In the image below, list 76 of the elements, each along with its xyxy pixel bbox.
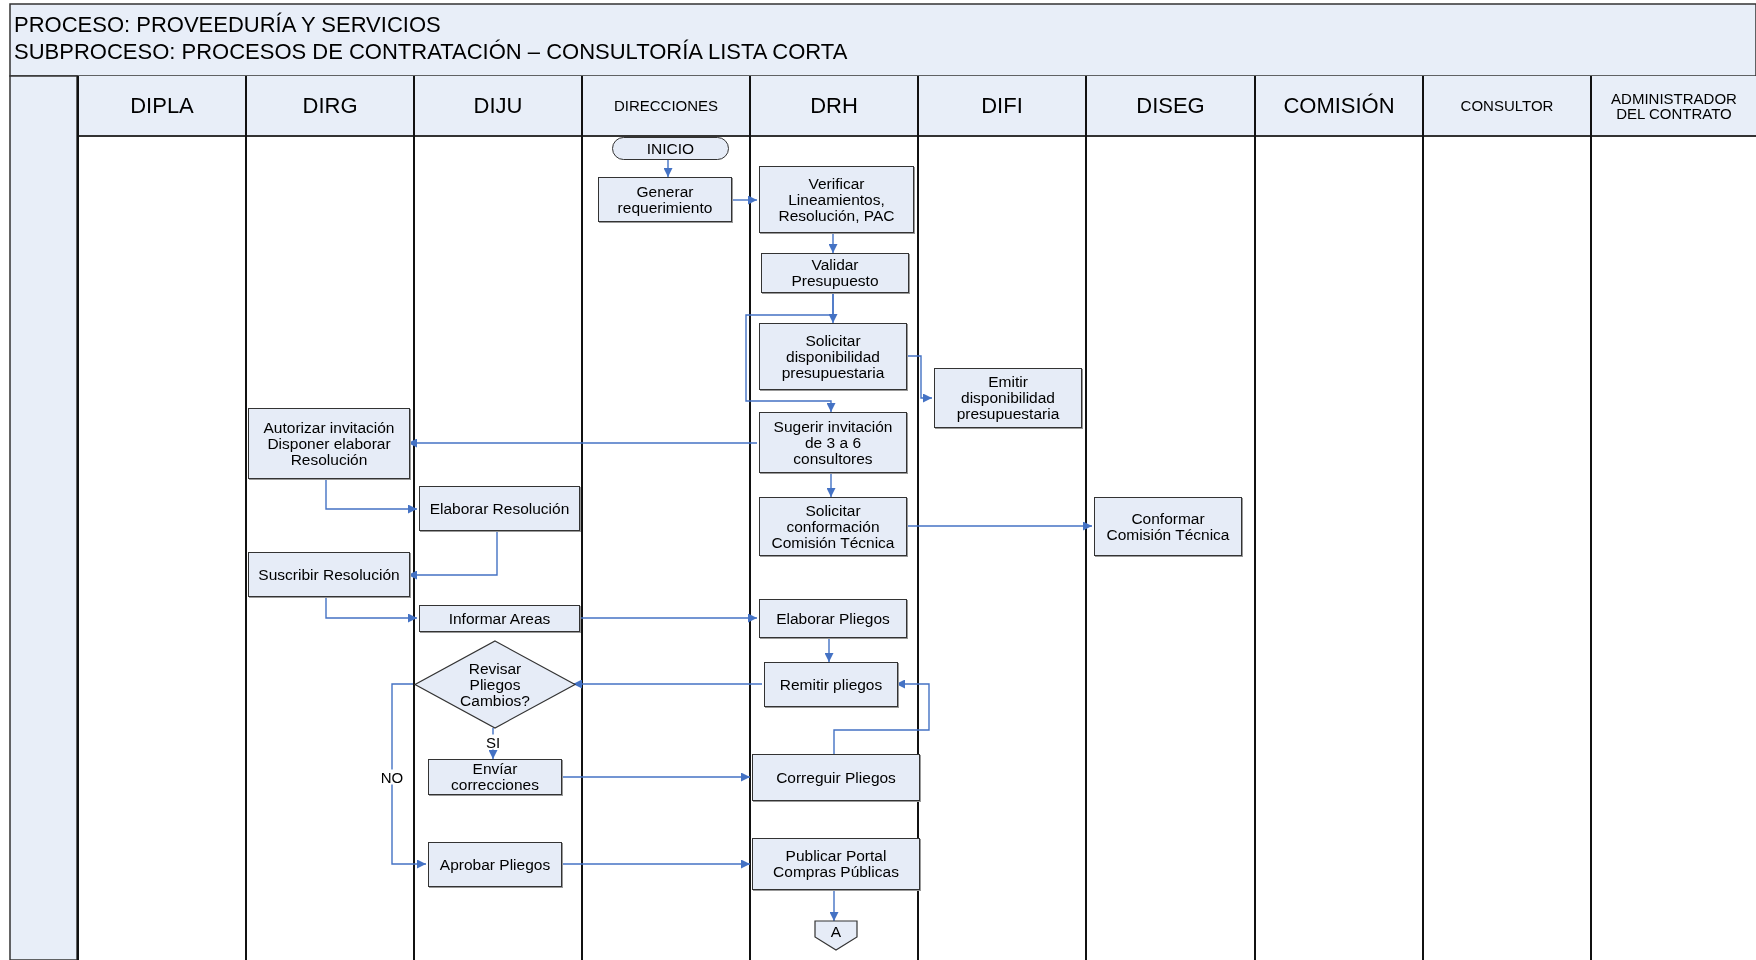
process-box	[761, 253, 909, 293]
arrow	[325, 478, 418, 514]
arrow	[826, 472, 836, 498]
edge-label: NO	[379, 769, 405, 785]
process-box	[759, 599, 907, 638]
node-text: Envíar correcciones	[450, 761, 540, 793]
off-page-connector	[815, 921, 857, 950]
process-box	[419, 605, 580, 632]
node-text: Aprobar Pliegos	[439, 856, 551, 873]
arrow	[829, 889, 839, 922]
process-box	[248, 552, 410, 597]
process-box	[759, 323, 907, 390]
lane-header: DIRG	[247, 76, 413, 137]
lane-header: COMISIÓN	[1256, 76, 1422, 137]
swimlane	[917, 76, 1085, 960]
node-text: Correguir Pliegos	[776, 769, 896, 786]
process-box	[764, 662, 898, 707]
lane-header: ADMINISTRADOR DEL CONTRATO	[1592, 76, 1756, 137]
node-text: Autorizar invitación Disponer elaborar Resolución	[262, 419, 396, 468]
process-box	[752, 754, 920, 801]
node-text: Emitir disponibilidad presupuestaria	[955, 374, 1061, 422]
node-text: A	[830, 924, 842, 940]
node-text: Suscribir Resolución	[258, 566, 400, 583]
process-box	[428, 842, 562, 887]
node-text: Remitir pliegos	[779, 676, 883, 693]
process-box	[428, 759, 562, 795]
decision-diamond	[415, 641, 575, 728]
node-text: Generar requerimiento	[616, 183, 714, 216]
node-text: Elaborar Resolución	[429, 500, 570, 517]
edge-label: SI	[484, 734, 502, 750]
arrow	[663, 159, 673, 178]
swimlane	[1085, 76, 1254, 960]
subtitle: SUBPROCESO: PROCESOS DE CONTRATACIÓN – CONSULTORÍA LISTA CORTA	[14, 39, 848, 65]
arrow	[833, 679, 930, 755]
arrow	[391, 683, 427, 869]
arrow	[572, 679, 763, 689]
swimlane	[413, 76, 581, 960]
process-box	[752, 838, 920, 890]
arrow	[824, 637, 834, 663]
process-box	[248, 408, 410, 479]
node-text: Publicar Portal Compras Públicas	[772, 848, 900, 880]
lane-header: DIPLA	[79, 76, 245, 137]
process-box	[419, 486, 580, 531]
process-box	[1094, 497, 1242, 556]
node-text: Verificar Lineamientos, Resolución, PAC	[777, 175, 896, 224]
start-terminator	[612, 137, 729, 160]
swimlane	[1254, 76, 1422, 960]
lane-header: DISEG	[1087, 76, 1254, 137]
process-box	[759, 497, 907, 556]
node-text: Conformar Comisión Técnica	[1105, 510, 1231, 543]
node-text: Solicitar disponibilidad presupuestaria	[780, 332, 886, 381]
process-box	[759, 412, 907, 473]
process-box	[934, 368, 1082, 428]
lane-header: DIFI	[919, 76, 1085, 137]
swimlane	[581, 76, 749, 960]
arrow	[828, 232, 838, 254]
swimlane	[245, 76, 413, 960]
node-text: Validar Presupuesto	[790, 257, 880, 289]
node-text: INICIO	[646, 140, 695, 157]
process-box	[598, 177, 732, 222]
process-box	[759, 166, 914, 233]
node-text: Sugerir invitación de 3 a 6 consultores	[772, 418, 894, 467]
node-text: Elaborar Pliegos	[776, 610, 890, 627]
lane-header: DIJU	[415, 76, 581, 137]
arrow	[325, 596, 418, 623]
node-text: Informar Areas	[448, 610, 551, 627]
swimlane	[1590, 76, 1756, 960]
lane-header: DRH	[751, 76, 917, 137]
swimlane	[1422, 76, 1590, 960]
lane-header: DIRECCIONES	[583, 76, 749, 137]
node-text: Solicitar conformación Comisión Técnica	[770, 502, 896, 551]
swimlane	[77, 76, 245, 960]
diagram-title: PROCESO: PROVEEDURÍA Y SERVICIOS	[14, 12, 441, 38]
arrow	[745, 292, 836, 413]
lane-header: CONSULTOR	[1424, 76, 1590, 137]
node-text: Revisar Pliegos Cambios?	[459, 660, 531, 709]
